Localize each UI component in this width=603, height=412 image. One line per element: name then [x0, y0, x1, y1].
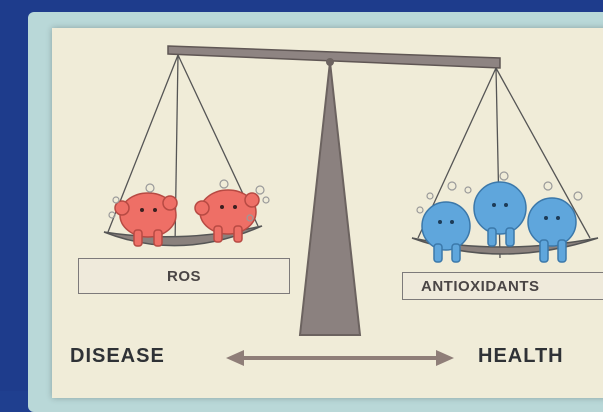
screen: ROS ANTIOXIDANTS DISEASE HEALTH	[0, 0, 603, 391]
scale-beam	[168, 46, 500, 68]
scale-post	[300, 62, 360, 335]
ros-label: ROS	[78, 258, 290, 294]
ros-character-right	[195, 190, 259, 242]
health-label: HEALTH	[478, 345, 564, 368]
balance-scale-illustration	[0, 0, 603, 391]
disease-label: DISEASE	[70, 345, 165, 368]
double-headed-arrow-icon	[226, 350, 454, 366]
antioxidant-character-1	[422, 202, 470, 262]
antioxidants-label: ANTIOXIDANTS	[402, 272, 603, 300]
